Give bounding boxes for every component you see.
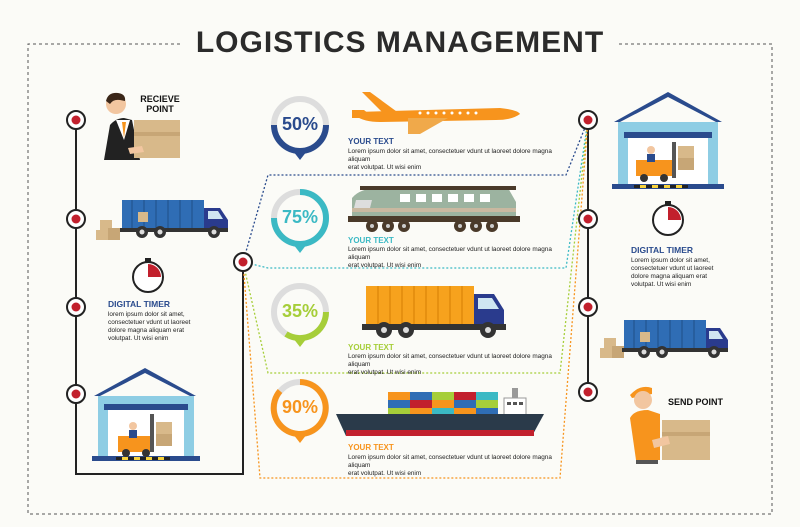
right-nodes — [578, 110, 598, 402]
stage-4-ring — [270, 379, 329, 443]
page-title: LOGISTICS MANAGEMENT — [0, 26, 800, 60]
right-warehouse-icon — [612, 92, 724, 189]
stage-4-heading: YOUR TEXT — [348, 443, 394, 452]
node — [578, 209, 598, 229]
receive-point-label: RECIEVE POINT — [138, 94, 182, 114]
send-point-label: SEND POINT — [668, 397, 724, 407]
stage-3-ring — [271, 283, 330, 347]
stage-1-line: erat volutpat. Ut wisi enim — [348, 164, 422, 171]
left-timer-text: lorem ipsum dolor sit amet, consectetuer… — [108, 311, 198, 343]
stage-3-line: erat volutpat. Ut wisi enim — [348, 369, 422, 376]
node — [66, 384, 86, 404]
stage-2-ring — [271, 189, 329, 253]
receive-label-line-1: RECIEVE — [140, 94, 180, 104]
stage-1-ring — [271, 96, 329, 160]
stage-2-line: Lorem ipsum dolor sit amet, consectetuer… — [348, 246, 552, 261]
stage-3-percent: 35% — [281, 301, 319, 321]
right-timer-text: Lorem ipsum dolor sit amet, consectetuer… — [631, 257, 721, 289]
left-timer-line: volutpat. Ut wisi enim — [108, 335, 169, 342]
right-timer-line: Lorem ipsum dolor sit amet, — [631, 257, 710, 264]
stage-2-percent: 75% — [281, 207, 319, 227]
airplane-icon — [352, 92, 520, 134]
right-timer-icon — [652, 201, 684, 236]
right-timer-line: volutpat. Ut wisi enim — [631, 281, 692, 288]
stage-1-percent: 50% — [281, 114, 319, 134]
left-timer-line: consectetuer vdunt ut laoreet — [108, 319, 191, 326]
stage-1-heading: YOUR TEXT — [348, 137, 394, 146]
left-timer-title: DIGITAL TIMER — [108, 299, 171, 309]
stage-4-text: Lorem ipsum dolor sit amet, consectetuer… — [348, 454, 563, 478]
connectors — [242, 119, 589, 479]
cargo-ship-icon — [336, 388, 544, 436]
node — [66, 209, 86, 229]
stage-1-text: Lorem ipsum dolor sit amet, consectetuer… — [348, 148, 563, 172]
right-timer-line: consectetuer vdunt ut laoreet — [631, 265, 714, 272]
left-timer-line: lorem ipsum dolor sit amet, — [108, 311, 185, 318]
stage-3-heading: YOUR TEXT — [348, 343, 394, 352]
stage-3-line: Lorem ipsum dolor sit amet, consectetuer… — [348, 353, 552, 368]
stage-2-heading: YOUR TEXT — [348, 236, 394, 245]
receive-label-line-2: POINT — [146, 104, 174, 114]
node — [66, 110, 86, 130]
title-text: LOGISTICS MANAGEMENT — [181, 26, 619, 59]
node — [578, 382, 598, 402]
stage-4-line: erat volutpat. Ut wisi enim — [348, 470, 422, 477]
businessman-icon — [104, 92, 180, 160]
truck-icon — [362, 286, 506, 338]
stage-4-line: Lorem ipsum dolor sit amet, consectetuer… — [348, 454, 552, 469]
delivery-man-icon — [630, 386, 710, 464]
node — [578, 110, 598, 130]
left-timer-icon — [132, 258, 164, 293]
left-nodes — [66, 110, 253, 404]
stage-1-line: Lorem ipsum dolor sit amet, consectetuer… — [348, 148, 552, 163]
left-timer-line: dolore magna aliquam erat — [108, 327, 185, 334]
stage-4-percent: 90% — [281, 397, 319, 417]
stage-2-line: erat volutpat. Ut wisi enim — [348, 262, 422, 269]
train-icon — [348, 186, 520, 232]
left-truck-icon — [96, 200, 228, 240]
stage-2-text: Lorem ipsum dolor sit amet, consectetuer… — [348, 246, 563, 270]
node — [578, 297, 598, 317]
left-warehouse-icon — [92, 368, 200, 461]
stage-3-text: Lorem ipsum dolor sit amet, consectetuer… — [348, 353, 563, 377]
right-timer-line: dolore magna aliquam erat — [631, 273, 708, 280]
right-truck-icon — [600, 320, 728, 358]
node — [66, 297, 86, 317]
frame — [27, 43, 773, 515]
node — [233, 252, 253, 272]
right-timer-title: DIGITAL TIMER — [631, 245, 694, 255]
